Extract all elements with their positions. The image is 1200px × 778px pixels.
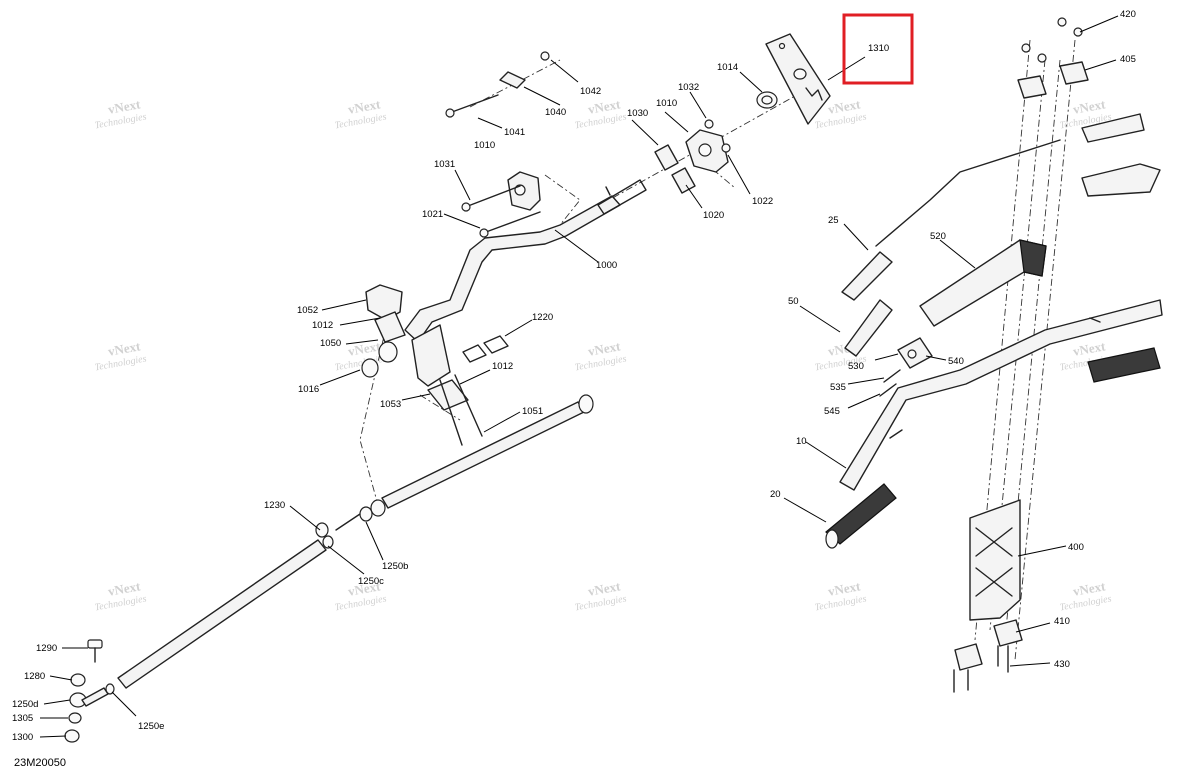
watermark-line1: vNext [827,96,862,117]
part-label-1010-right: 1010 [656,98,677,109]
part-label-1053: 1053 [380,399,401,410]
part-label-1051: 1051 [522,406,543,417]
part-label-20: 20 [770,489,781,500]
lower-linkage-part [64,639,115,743]
part-labels: 1310 420 405 1014 1032 1042 1040 1041 10… [12,9,1136,743]
part-label-1010: 1010 [474,140,495,151]
part-label-1220: 1220 [532,312,553,323]
part-label-1031: 1031 [434,159,455,170]
steering-shaft-part [117,394,594,689]
bolt-part-1031 [461,185,541,238]
part-label-430: 430 [1054,659,1070,670]
part-label-1016: 1016 [298,384,319,395]
part-label-1030: 1030 [627,108,648,119]
leader-lines [39,15,1119,738]
part-label-540: 540 [948,356,964,367]
part-label-1300: 1300 [12,732,33,743]
watermark-line1: vNext [347,578,382,599]
part-label-1014: 1014 [717,62,738,73]
watermark-line1: vNext [827,578,862,599]
part-label-1305: 1305 [12,713,33,724]
handlebar-part-10 [839,299,1163,491]
part-label-530: 530 [848,361,864,372]
part-label-1021: 1021 [422,209,443,220]
grip-part-right [1087,347,1161,383]
spacer-part [654,144,696,194]
part-label-545: 545 [824,406,840,417]
drawing-code: 23M20050 [14,757,66,769]
clamp-hardware-part [953,17,1089,693]
watermark-line1: vNext [107,338,142,359]
pad-part-520 [919,239,1047,327]
watermark-line1: vNext [1072,578,1107,599]
part-label-1310: 1310 [868,43,889,54]
part-label-10: 10 [796,436,807,447]
watermark-line1: vNext [587,338,622,359]
part-label-1012: 1012 [312,320,333,331]
riser-block-part-400 [969,499,1021,621]
watermark-line1: vNext [587,578,622,599]
part-label-1032: 1032 [678,82,699,93]
watermark-line1: vNext [587,96,622,117]
part-label-520: 520 [930,231,946,242]
part-label-1250c: 1250c [358,576,384,587]
part-label-420: 420 [1120,9,1136,20]
part-label-1020: 1020 [703,210,724,221]
part-label-1050: 1050 [320,338,341,349]
part-label-535: 535 [830,382,846,393]
part-label-1052: 1052 [297,305,318,316]
part-label-1022: 1022 [752,196,773,207]
part-label-50: 50 [788,296,799,307]
part-label-25: 25 [828,215,839,226]
part-label-1042: 1042 [580,86,601,97]
nut-part [704,119,731,153]
part-label-1250e: 1250e [138,721,164,732]
part-label-1250d: 1250d [12,699,38,710]
handlebar-riser-part [404,179,647,343]
part-label-1230: 1230 [264,500,285,511]
part-label-1290: 1290 [36,643,57,654]
watermark-line1: vNext [1072,96,1107,117]
part-label-1280: 1280 [24,671,45,682]
clamp-part-1010-right [685,129,729,173]
part-label-1250b: 1250b [382,561,408,572]
part-label-405: 405 [1120,54,1136,65]
watermark-line1: vNext [347,96,382,117]
clamp-part-1010 [507,171,541,211]
grip-tube-part [1081,113,1161,197]
pin-part-1040 [445,51,550,118]
watermark-line1: vNext [347,338,382,359]
cable-part-25 [841,139,1061,357]
riser-base-part [361,284,509,446]
watermark-line1: vNext [1072,338,1107,359]
throttle-part-530 [879,337,933,397]
plate-part-1310 [765,33,831,125]
grip-part-20 [825,483,897,549]
part-label-1000: 1000 [596,260,617,271]
watermark-line1: vNext [107,578,142,599]
watermark-line1: vNext [107,96,142,117]
part-label-410: 410 [1054,616,1070,627]
bushing-part-1014 [756,91,778,109]
part-label-1012-lower: 1012 [492,361,513,372]
highlight-box [842,13,914,85]
part-label-400: 400 [1068,542,1084,553]
part-label-1040: 1040 [545,107,566,118]
part-label-1041: 1041 [504,127,525,138]
